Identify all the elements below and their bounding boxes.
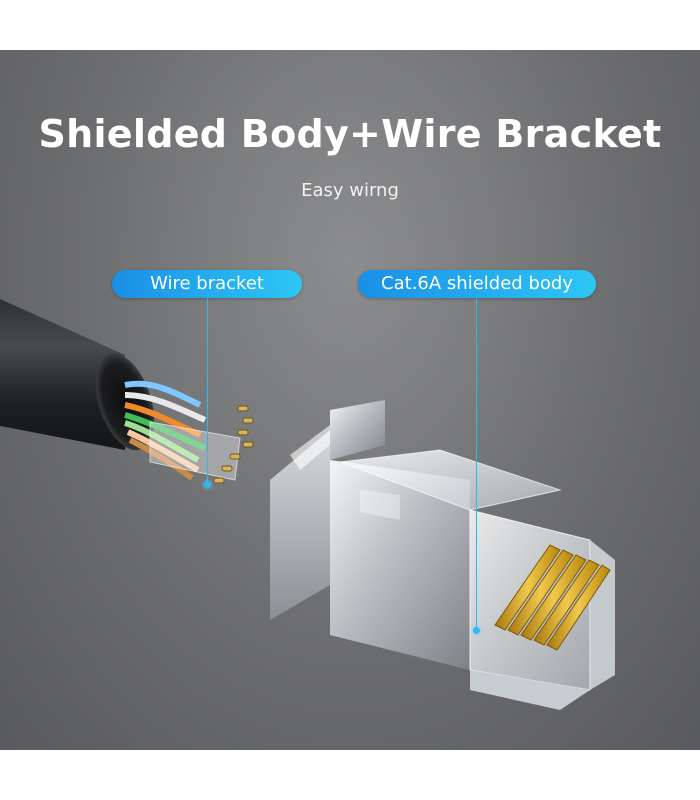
- leader-line-shielded-body: [476, 298, 477, 628]
- callout-wire-bracket: Wire bracket: [112, 270, 302, 298]
- callout-shielded-body: Cat.6A shielded body: [358, 270, 596, 298]
- rj45-connector: [270, 400, 615, 710]
- pointer-dot-shielded-body: [473, 627, 480, 634]
- leader-line-wire-bracket: [207, 298, 208, 484]
- headline: Shielded Body+Wire Bracket: [38, 112, 662, 156]
- ethernet-cable: [0, 298, 254, 484]
- subline: Easy wirng: [301, 180, 399, 201]
- pointer-dot-wire-bracket: [204, 481, 211, 488]
- cable-and-connector-illustration: [0, 298, 615, 710]
- product-panel: Shielded Body+Wire Bracket Easy wirng Wi…: [0, 50, 700, 750]
